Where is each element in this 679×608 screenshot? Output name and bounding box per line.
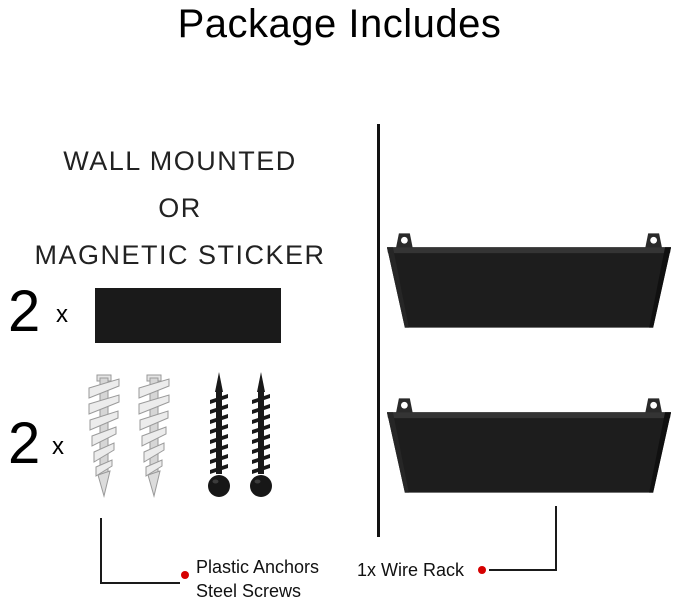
divider-line: [377, 124, 380, 537]
hardware-label-line-1: Plastic Anchors: [196, 557, 320, 577]
hardware-times-label: x: [52, 433, 64, 460]
hardware-quantity: 2: [8, 411, 41, 476]
sticker-times-label: x: [56, 301, 68, 328]
hardware-callout-line-horizontal: [100, 582, 180, 584]
hardware-callout-line-vertical: [100, 518, 102, 584]
heading-line-3: MAGNETIC STICKER: [34, 240, 326, 270]
red-bullet-dot: [181, 571, 189, 579]
wire-rack-image: [386, 398, 672, 493]
plastic-anchor-icon: [88, 374, 120, 498]
red-bullet-dot: [478, 566, 486, 574]
plastic-anchor-icon: [138, 374, 170, 498]
heading-line-1: WALL MOUNTED: [63, 146, 297, 176]
rack-callout-line-horizontal: [489, 569, 557, 571]
wire-rack-image: [386, 233, 672, 328]
rack-callout-line-vertical: [555, 506, 557, 571]
hardware-label: Plastic Anchors Steel Screws: [196, 555, 319, 603]
steel-screw-icon: [208, 372, 230, 497]
heading-line-2: OR: [158, 193, 202, 223]
rack-label: 1x Wire Rack: [357, 560, 465, 580]
mounting-options-heading: WALL MOUNTED OR MAGNETIC STICKER: [0, 138, 360, 279]
page-title: Package Includes: [177, 2, 502, 46]
sticker-quantity: 2: [8, 279, 41, 344]
magnetic-sticker-image: [95, 288, 281, 343]
steel-screw-icon: [250, 372, 272, 497]
hardware-label-line-2: Steel Screws: [196, 581, 302, 601]
